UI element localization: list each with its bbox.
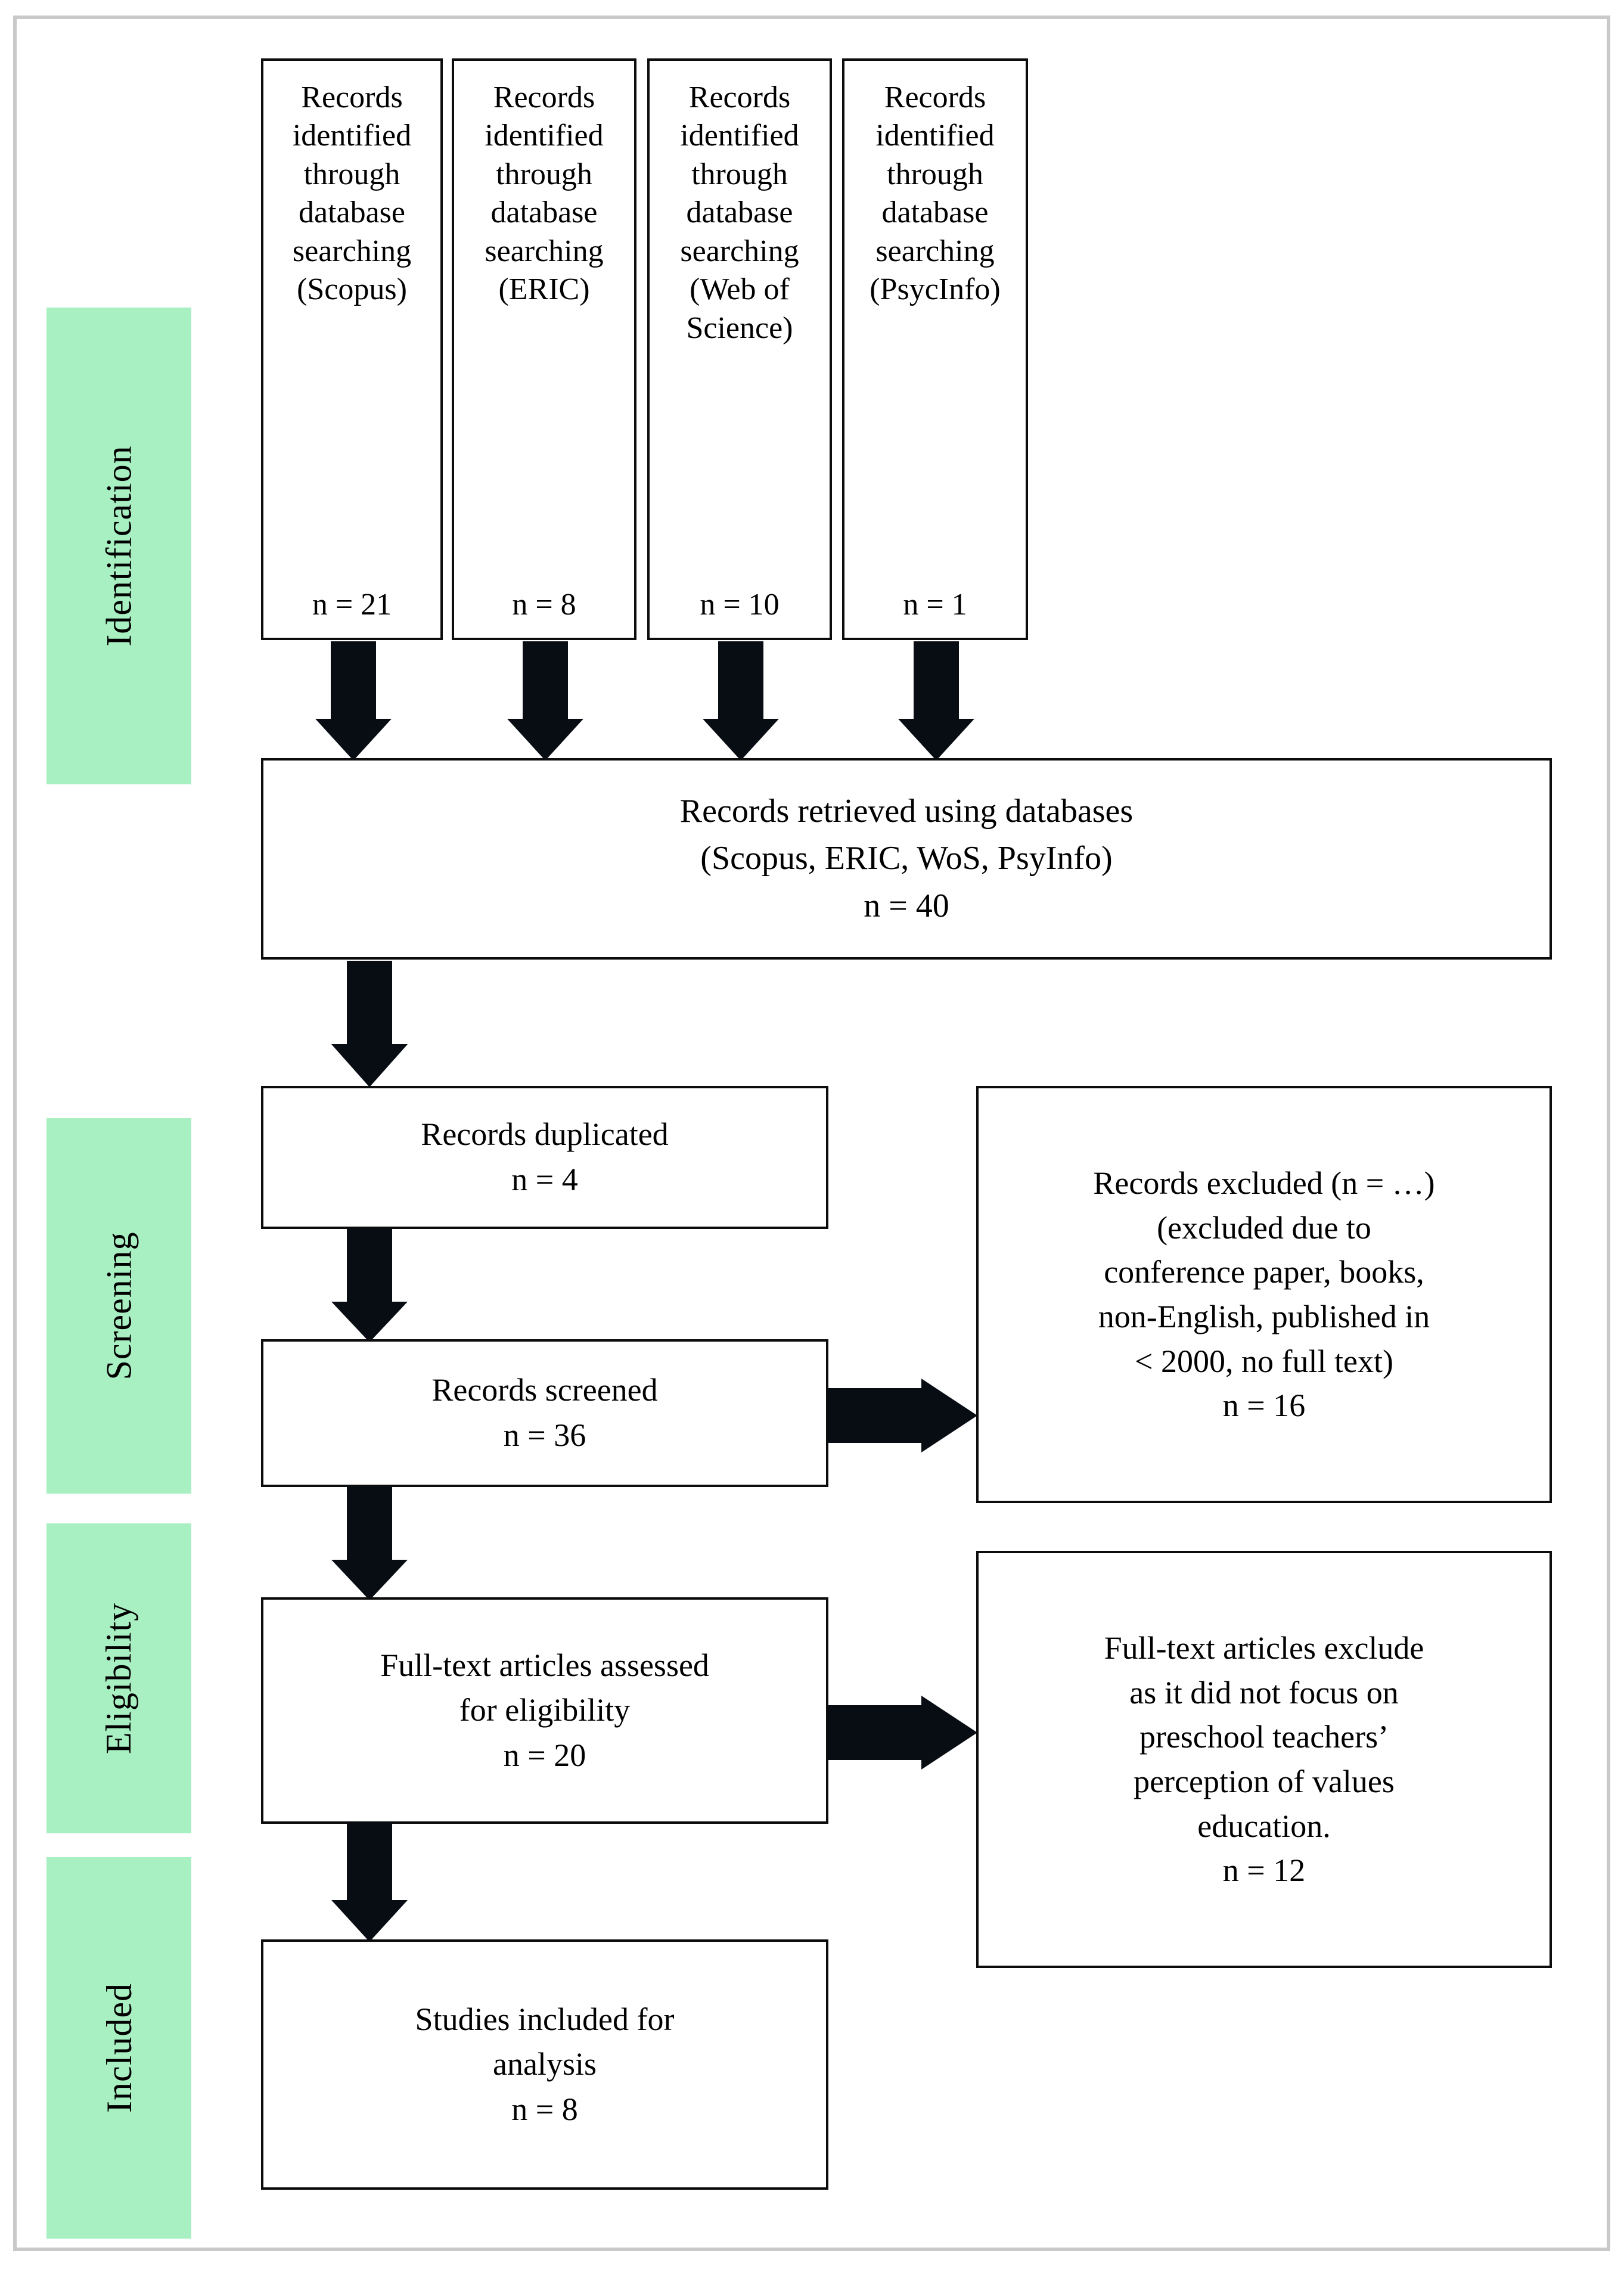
source-line-6: (Scopus): [297, 272, 407, 307]
source-line-2: identified: [485, 119, 604, 153]
source-line-7: Science): [686, 311, 793, 345]
duplicated-count: n = 4: [511, 1162, 578, 1197]
source-line-5: searching: [875, 234, 995, 268]
source-count-wos: n = 10: [700, 588, 780, 622]
duplicated-line-1: Records duplicated: [421, 1116, 669, 1153]
records-excluded-line-4: non-English, published in: [1098, 1299, 1430, 1334]
studies-included-box: Studies included for analysis n = 8: [261, 1939, 828, 2190]
stage-label-included: Included: [46, 1857, 191, 2239]
fulltext-excluded-line-4: perception of values: [1134, 1764, 1395, 1799]
retrieved-line-2: (Scopus, ERIC, WoS, PsyInfo): [700, 840, 1113, 877]
source-line-4: database: [298, 195, 405, 230]
source-line-6: (ERIC): [498, 272, 590, 307]
source-line-2: identified: [680, 119, 799, 153]
records-excluded-line-2: (excluded due to: [1157, 1209, 1371, 1246]
records-excluded-line-5: < 2000, no full text): [1135, 1343, 1393, 1379]
retrieved-line-1: Records retrieved using databases: [679, 792, 1134, 830]
source-line-1: Records: [688, 80, 791, 114]
stage-label-included-text: Included: [99, 1983, 139, 2113]
records-duplicated-box: Records duplicated n = 4: [261, 1086, 828, 1229]
included-line-2: analysis: [493, 2046, 597, 2082]
fulltext-excluded-line-5: education.: [1197, 1808, 1331, 1844]
stage-label-identification-text: Identification: [99, 445, 139, 647]
source-line-3: through: [303, 157, 400, 191]
stage-label-eligibility: Eligibility: [46, 1523, 191, 1833]
fulltext-assessed-box: Full-text articles assessed for eligibil…: [261, 1597, 828, 1824]
arrow-down-screened-to-fulltext: [325, 1486, 414, 1600]
source-line-5: searching: [292, 234, 412, 268]
stage-label-identification: Identification: [46, 308, 191, 784]
arrow-down-psycinfo-to-retrieved: [892, 641, 981, 761]
fulltext-excluded-count: n = 12: [1222, 1852, 1306, 1889]
source-line-1: Records: [301, 80, 403, 114]
arrow-down-retrieved-to-duplicated: [325, 961, 414, 1087]
included-count: n = 8: [511, 2091, 578, 2127]
source-line-4: database: [881, 195, 989, 230]
arrow-down-fulltext-to-included: [325, 1823, 414, 1942]
screened-count: n = 36: [503, 1417, 586, 1453]
source-line-2: identified: [875, 119, 995, 153]
diagram-frame: Identification Screening Eligibility Inc…: [13, 15, 1610, 2251]
source-line-3: through: [691, 157, 788, 191]
retrieved-records-box: Records retrieved using databases (Scopu…: [261, 758, 1552, 960]
arrow-right-screened-to-excluded: [828, 1365, 977, 1466]
fulltext-excluded-line-2: as it did not focus on: [1129, 1674, 1399, 1711]
fulltext-assessed-line-2: for eligibility: [459, 1692, 631, 1728]
source-line-1: Records: [493, 80, 595, 114]
arrow-down-eric-to-retrieved: [501, 641, 590, 761]
records-excluded-count: n = 16: [1222, 1388, 1306, 1424]
source-line-4: database: [490, 195, 598, 230]
screened-line-1: Records screened: [431, 1372, 658, 1408]
source-box-psycinfo: Records identified through database sear…: [842, 58, 1028, 640]
source-line-6: (PsycInfo): [870, 272, 1001, 307]
records-excluded-line-3: conference paper, books,: [1104, 1254, 1424, 1290]
stage-label-screening-text: Screening: [99, 1231, 139, 1380]
stage-label-screening: Screening: [46, 1118, 191, 1494]
source-line-2: identified: [292, 119, 412, 153]
source-box-web-of-science: Records identified through database sear…: [647, 58, 832, 640]
source-line-1: Records: [884, 80, 986, 114]
retrieved-count: n = 40: [864, 887, 949, 924]
source-line-3: through: [496, 157, 592, 191]
source-line-4: database: [686, 195, 793, 230]
records-screened-box: Records screened n = 36: [261, 1339, 828, 1487]
source-line-5: searching: [485, 234, 604, 268]
source-line-3: through: [887, 157, 983, 191]
source-line-5: searching: [680, 234, 799, 268]
source-box-scopus-lines: Records identified through database sear…: [263, 79, 440, 309]
arrow-down-wos-to-retrieved: [696, 641, 785, 761]
fulltext-excluded-line-3: preschool teachers’: [1139, 1719, 1389, 1755]
source-count-eric: n = 8: [512, 588, 576, 622]
stage-label-eligibility-text: Eligibility: [99, 1602, 139, 1755]
source-box-eric: Records identified through database sear…: [452, 58, 636, 640]
fulltext-assessed-count: n = 20: [503, 1737, 586, 1773]
source-box-psycinfo-lines: Records identified through database sear…: [844, 79, 1026, 309]
source-line-6: (Web of: [690, 272, 790, 307]
arrow-down-scopus-to-retrieved: [309, 641, 398, 761]
records-excluded-box: Records excluded (n = …) (excluded due t…: [976, 1086, 1552, 1503]
records-excluded-line-1: Records excluded (n = …): [1093, 1165, 1435, 1202]
source-count-psycinfo: n = 1: [903, 588, 967, 622]
fulltext-excluded-line-1: Full-text articles exclude: [1104, 1630, 1424, 1666]
fulltext-assessed-line-1: Full-text articles assessed: [380, 1647, 709, 1683]
source-box-scopus: Records identified through database sear…: [261, 58, 443, 640]
source-box-wos-lines: Records identified through database sear…: [650, 79, 830, 347]
arrow-down-duplicated-to-screened: [325, 1228, 414, 1342]
source-count-scopus: n = 21: [312, 588, 392, 622]
fulltext-excluded-box: Full-text articles exclude as it did not…: [976, 1551, 1552, 1968]
arrow-right-fulltext-to-excluded: [828, 1682, 977, 1783]
included-line-1: Studies included for: [415, 2001, 675, 2037]
source-box-eric-lines: Records identified through database sear…: [454, 79, 634, 309]
